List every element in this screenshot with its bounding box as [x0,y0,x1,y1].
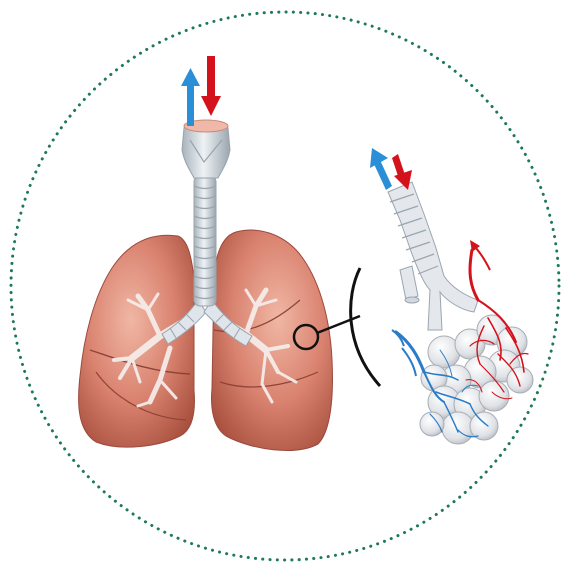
left-lung [79,235,195,447]
airflow-in-arrow-detail [370,148,392,190]
bronchiole-detail [388,182,478,330]
airflow-in-arrow-main [181,68,200,126]
airflow-out-arrow-detail [392,154,412,190]
blood-flow-out-arrow [470,240,490,270]
magnifier-arc [351,268,380,386]
alveoli-cluster [420,315,533,444]
trachea [194,176,216,306]
right-lung [212,230,333,450]
airflow-out-arrow-main [201,56,221,116]
larynx [182,120,230,178]
